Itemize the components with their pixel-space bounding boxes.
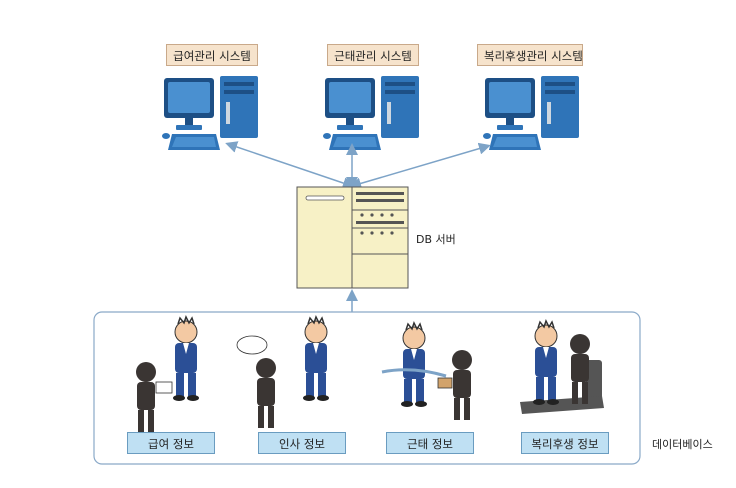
welfare-info-label: 복리후생 정보 xyxy=(521,432,609,454)
arrow-server-payroll xyxy=(225,141,355,189)
speech-bubble-icon xyxy=(236,335,268,355)
payroll-info-label: 급여 정보 xyxy=(127,432,215,454)
attendance-computer-icon xyxy=(323,76,419,150)
db-server-icon xyxy=(296,186,409,289)
document-icon xyxy=(155,381,173,394)
payroll-computer-icon xyxy=(162,76,258,150)
arrow-server-welfare xyxy=(349,142,491,190)
welfare-computer-icon xyxy=(483,76,579,150)
payroll-system-label: 급여관리 시스템 xyxy=(166,44,258,66)
db-server-label: DB 서버 xyxy=(416,233,456,246)
hr-info-label: 인사 정보 xyxy=(258,432,346,454)
finish-tape-icon xyxy=(381,368,447,378)
briefcase-icon xyxy=(437,377,453,389)
attendance-info-label: 근태 정보 xyxy=(386,432,474,454)
database-label: 데이터베이스 xyxy=(652,438,713,451)
attendance-system-label: 근태관리 시스템 xyxy=(327,44,419,66)
welfare-system-label: 복리후생관리 시스템 xyxy=(477,44,583,66)
database-panel xyxy=(93,311,641,465)
